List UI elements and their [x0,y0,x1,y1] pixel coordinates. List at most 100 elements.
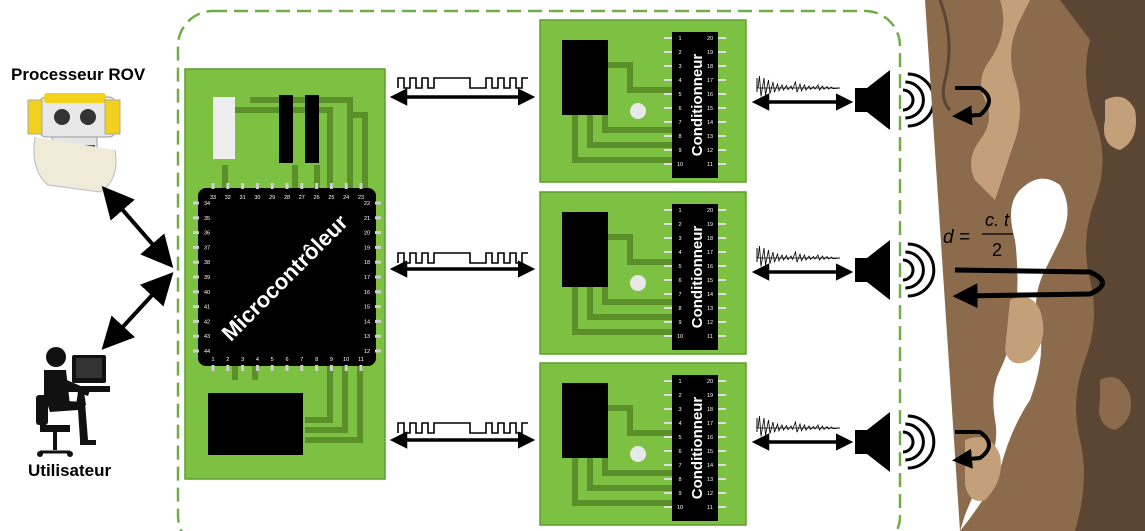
cond-pin-label: 14 [707,463,713,469]
conditioner-ic [562,383,608,458]
cond-pin-label: 12 [707,320,713,326]
cond-pin-label: 1 [678,379,681,385]
cond-pin-label: 2 [678,222,681,228]
conditioner-label: Conditionneur [689,397,706,500]
rov-processor-label: Processeur ROV [11,65,145,85]
cond-pin-label: 20 [707,379,713,385]
mcu-pin-label: 31 [240,195,246,201]
cond-pin-label: 16 [707,92,713,98]
cave-wall-image [925,0,1145,531]
cond-pin-label: 8 [678,134,681,140]
mcu-pin-label: 33 [210,195,216,201]
mcu-pin-label: 27 [299,195,305,201]
cond-pin-label: 13 [707,134,713,140]
cond-pin-label: 18 [707,64,713,70]
mcu-pin-label: 3 [241,357,244,363]
mcu-pin-label: 2 [226,357,229,363]
analog-link-2 [757,246,848,272]
cond-pin-label: 4 [678,78,681,84]
mcu-pin-label: 37 [204,245,210,251]
cond-pin-label: 11 [707,334,713,340]
speaker-icon-1 [855,70,934,130]
cond-pin-label: 15 [707,449,713,455]
conditioner-ic [562,212,608,287]
cond-pin-label: 5 [678,92,681,98]
cond-pin-label: 14 [707,292,713,298]
mcu-pin-label: 7 [300,357,303,363]
conditioner-board-3: 1202193184175166157148139121011Condition… [540,363,746,525]
cond-pin-label: 1 [678,36,681,42]
cond-pin-label: 2 [678,50,681,56]
speaker-icon-3 [855,412,934,472]
svg-text:2: 2 [992,240,1002,260]
conditioner-label: Conditionneur [689,226,706,329]
user-link-arrow [107,278,168,344]
mcu-pin-label: 12 [364,349,370,355]
cond-pin-label: 4 [678,421,681,427]
cond-pin-label: 14 [707,120,713,126]
cond-pin-label: 18 [707,407,713,413]
svg-text:d =: d = [943,227,970,248]
cond-pin-label: 10 [677,334,683,340]
cond-pin-label: 13 [707,306,713,312]
cond-pin-label: 10 [677,505,683,511]
cond-pin-label: 3 [678,407,681,413]
cond-pin-label: 3 [678,64,681,70]
mcu-pin-label: 18 [364,260,370,266]
mcu-pin-label: 42 [204,319,210,325]
mcu-pin-label: 36 [204,231,210,237]
cond-pin-label: 20 [707,208,713,214]
mcu-pin-label: 4 [256,357,259,363]
cond-pin-label: 17 [707,250,713,256]
mcu-pin-label: 43 [204,334,210,340]
mcu-pin-label: 22 [364,201,370,207]
mcu-pin-label: 26 [314,195,320,201]
mcu-pin-label: 17 [364,275,370,281]
cond-pin-label: 17 [707,421,713,427]
mcu-pin-label: 1 [211,357,214,363]
mcu-pin-label: 21 [364,216,370,222]
mcu-pin-label: 35 [204,216,210,222]
cond-pin-label: 6 [678,278,681,284]
cond-pin-label: 11 [707,162,713,168]
mcu-pin-label: 25 [328,195,334,201]
cond-pin-label: 11 [707,505,713,511]
cond-pin-label: 5 [678,264,681,270]
mcu-pin-label: 28 [284,195,290,201]
conditioner-label: Conditionneur [689,54,706,157]
speaker-icon-2 [855,240,934,300]
digital-link-2 [395,253,530,269]
cond-pin-label: 18 [707,236,713,242]
cond-pin-label: 9 [678,491,681,497]
mcu-pin-label: 13 [364,334,370,340]
cond-pin-label: 4 [678,250,681,256]
cond-pin-label: 8 [678,306,681,312]
mcu-pin-label: 9 [330,357,333,363]
cond-pin-label: 10 [677,162,683,168]
mcu-pin-label: 29 [269,195,275,201]
cond-pin-label: 19 [707,50,713,56]
cond-pin-label: 6 [678,106,681,112]
mcu-pin-label: 15 [364,305,370,311]
cond-pin-label: 6 [678,449,681,455]
mcu-pin-label: 23 [358,195,364,201]
cond-pin-label: 9 [678,148,681,154]
cond-pin-label: 9 [678,320,681,326]
mcu-pin-label: 6 [285,357,288,363]
mcu-pin-label: 20 [364,231,370,237]
mcu-pin-label: 8 [315,357,318,363]
cond-pin-label: 20 [707,36,713,42]
mcu-pin-label: 39 [204,275,210,281]
cond-pin-label: 7 [678,120,681,126]
user-label: Utilisateur [28,461,111,481]
cond-pin-label: 13 [707,477,713,483]
cond-pin-label: 15 [707,106,713,112]
cond-pin-label: 3 [678,236,681,242]
cond-pin-label: 8 [678,477,681,483]
conditioner-ic [562,40,608,115]
mcu-pin-label: 32 [225,195,231,201]
cond-pin-label: 2 [678,393,681,399]
mcu-pin-label: 40 [204,290,210,296]
